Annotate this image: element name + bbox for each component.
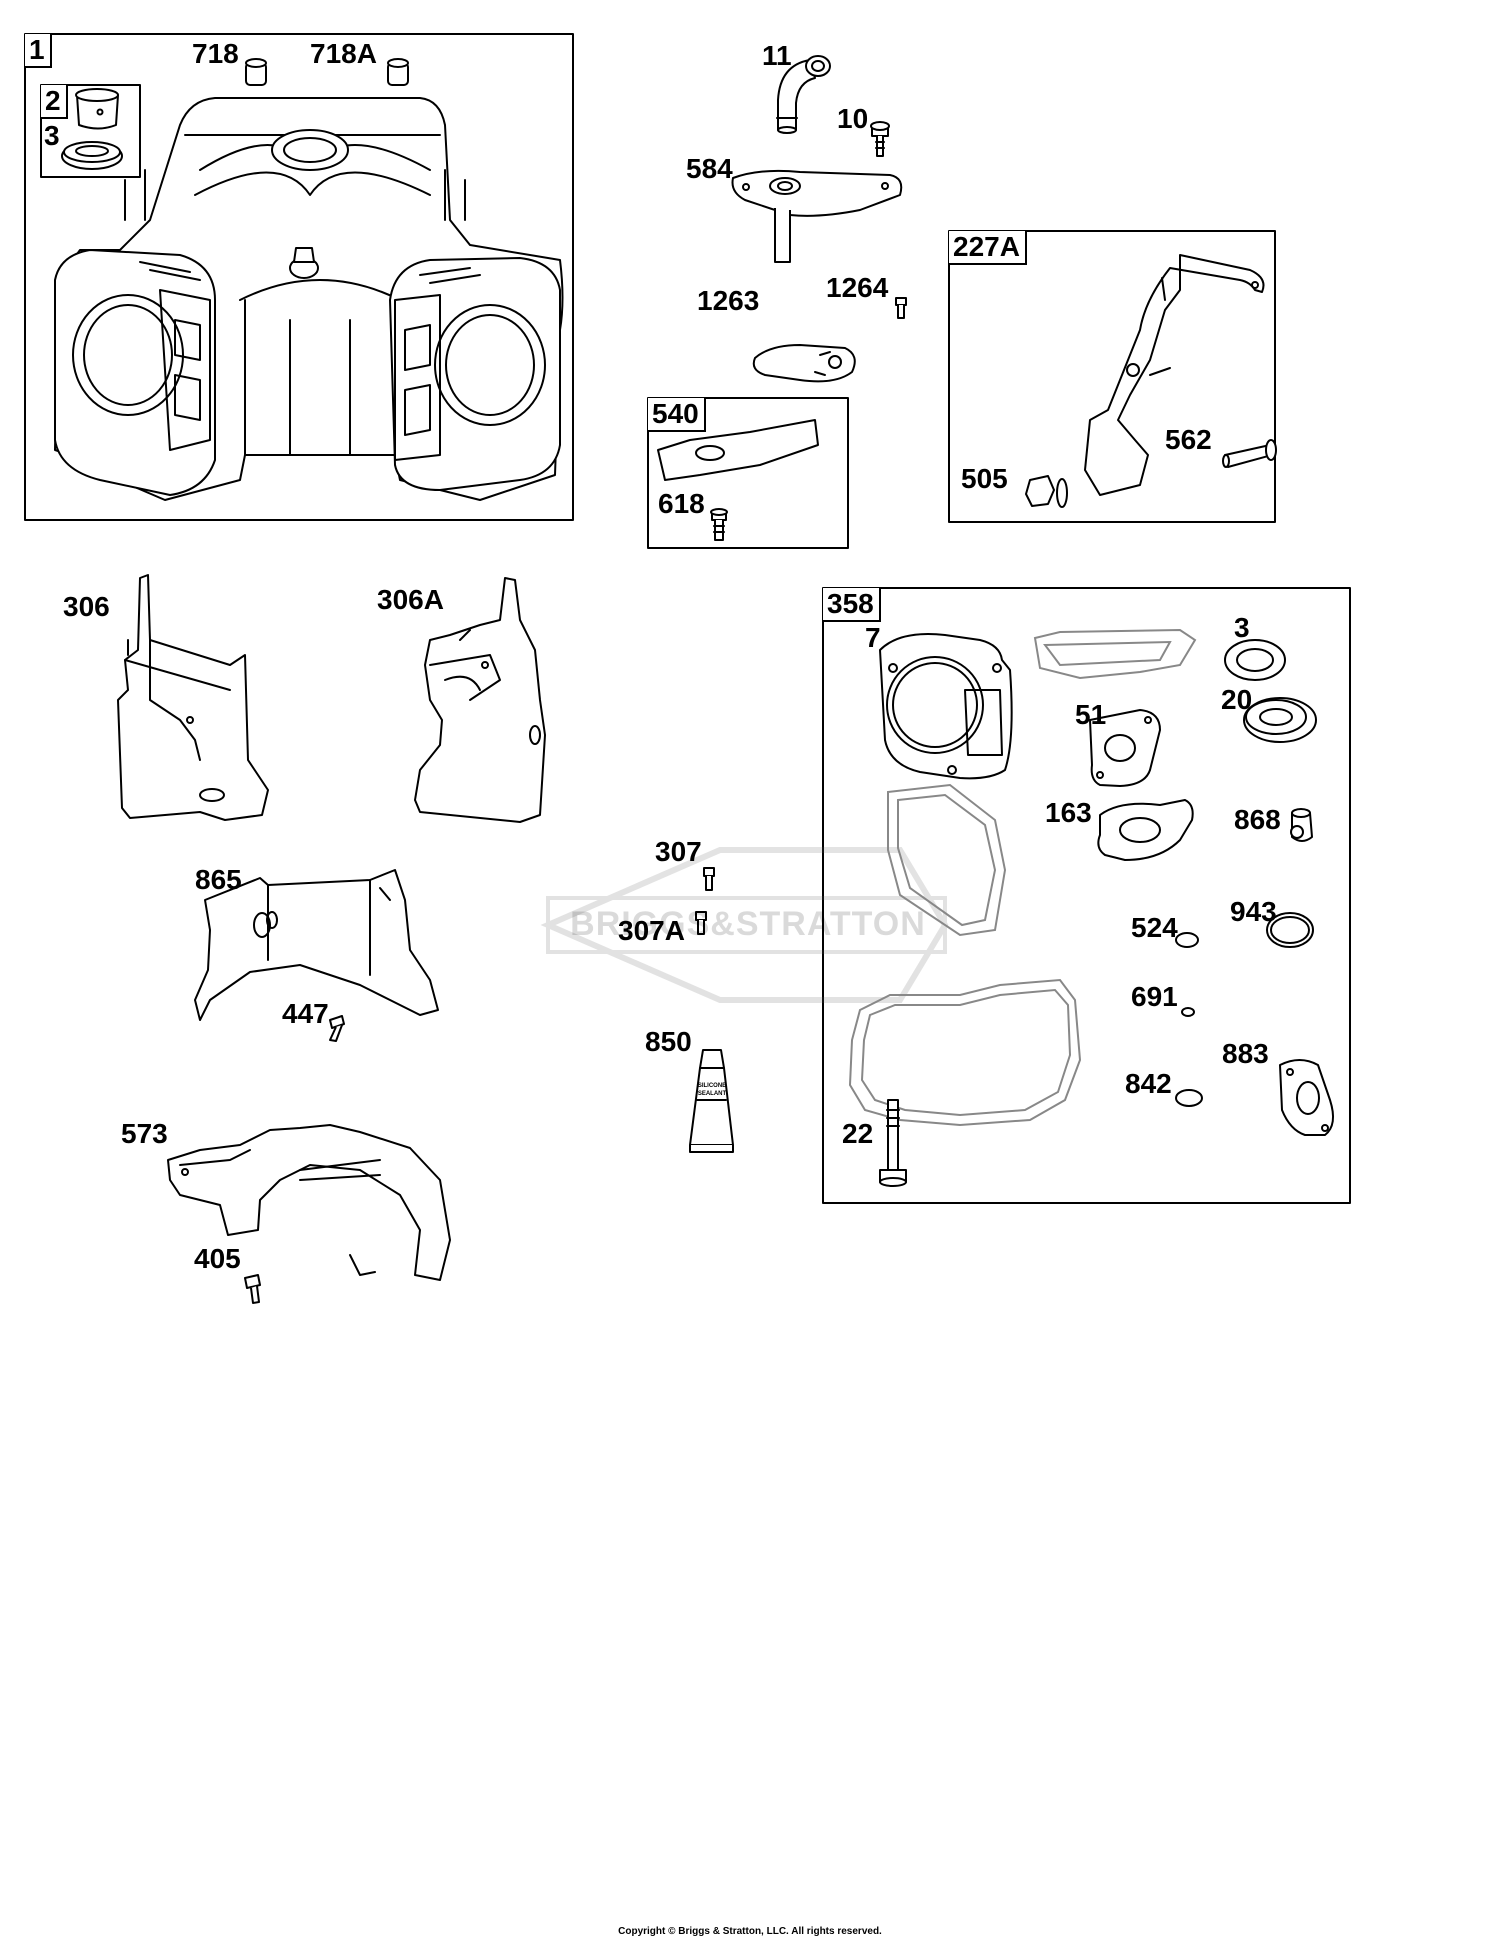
callout-20: 20 — [1221, 684, 1253, 715]
callout-883: 883 — [1222, 1038, 1269, 1069]
group-label-227A: 227A — [949, 231, 1027, 265]
part-718-dowel — [245, 58, 267, 86]
callout-3-seal: 3 — [1234, 612, 1250, 643]
part-358-valve-cover-gasket — [887, 783, 1007, 937]
part-11-elbow-tube — [776, 55, 831, 134]
part-306-cylinder-shield — [117, 574, 269, 821]
part-163-carburetor-gasket — [1097, 799, 1194, 861]
part-3-seal-kit — [1224, 639, 1286, 681]
callout-718A: 718A — [310, 38, 377, 69]
part-842-oring — [1175, 1089, 1203, 1107]
part-868-seal — [1290, 808, 1313, 842]
group-label-358: 358 — [823, 588, 881, 622]
part-51-intake-gasket — [1089, 709, 1161, 787]
part-865-cylinder-shield — [194, 869, 439, 1021]
group-frame-227A — [948, 230, 1276, 523]
callout-447: 447 — [282, 998, 329, 1029]
part-3-seal — [61, 141, 123, 170]
callout-505: 505 — [961, 463, 1008, 494]
part-850-sealant-tube — [689, 1049, 734, 1153]
group-frame-540 — [647, 397, 849, 549]
group-frame-2 — [40, 84, 141, 178]
callout-943: 943 — [1230, 896, 1277, 927]
part-22-head-bolt — [879, 1099, 907, 1187]
part-2-bushing — [75, 88, 119, 130]
part-447-screw — [329, 1015, 345, 1042]
callout-11: 11 — [762, 40, 792, 71]
callout-405: 405 — [194, 1243, 241, 1274]
callout-22: 22 — [842, 1118, 874, 1149]
part-584-breather-plate — [731, 169, 903, 263]
callout-718: 718 — [192, 38, 239, 69]
group-label-540: 540 — [648, 398, 706, 432]
part-358-crankcase-gasket — [848, 978, 1082, 1127]
callout-850: 850 — [645, 1026, 692, 1057]
part-540-breather-gasket — [657, 419, 819, 481]
copyright-footer: Copyright © Briggs & Stratton, LLC. All … — [618, 1926, 882, 1937]
callout-573: 573 — [121, 1118, 168, 1149]
part-691-oring — [1181, 1007, 1195, 1017]
part-1263-breather-valve — [752, 344, 856, 383]
callout-842: 842 — [1125, 1068, 1172, 1099]
sealant-label-line-2: SEALANT — [697, 1091, 727, 1097]
part-307-screw — [703, 867, 715, 891]
callout-865: 865 — [195, 864, 242, 895]
callout-7: 7 — [865, 622, 881, 653]
part-573-blower-shield — [167, 1124, 451, 1281]
part-1-crankcase — [54, 97, 564, 501]
callout-1264: 1264 — [826, 272, 889, 303]
part-10-bolt — [870, 121, 890, 157]
callout-524: 524 — [1131, 912, 1178, 943]
callout-691: 691 — [1131, 981, 1178, 1012]
part-405-screw — [244, 1274, 261, 1304]
part-524-oring — [1175, 932, 1199, 948]
part-358-valve-cover-gasket-top — [1033, 628, 1197, 680]
part-307A-screw — [695, 911, 707, 935]
part-20-seal — [1243, 697, 1317, 743]
group-label-2: 2 — [41, 85, 68, 119]
part-227A-governor-bracket — [1084, 254, 1265, 496]
part-505-nut — [1025, 475, 1068, 508]
watermark-text: BRIGGS&STRATTON — [570, 905, 926, 943]
callout-868: 868 — [1234, 804, 1281, 835]
callout-584: 584 — [686, 153, 733, 184]
part-306A-cylinder-shield — [414, 577, 546, 823]
callout-306: 306 — [63, 591, 110, 622]
callout-10: 10 — [837, 103, 869, 134]
part-562-pin — [1222, 439, 1277, 468]
part-7-head-gasket — [879, 633, 1013, 780]
callout-618: 618 — [658, 488, 705, 519]
callout-306A: 306A — [377, 584, 444, 615]
part-1264-screw — [895, 297, 907, 319]
callout-307A: 307A — [618, 915, 685, 946]
callout-562: 562 — [1165, 424, 1212, 455]
part-883-exhaust-gasket — [1279, 1059, 1335, 1136]
sealant-label-line-1: SILICONE — [697, 1083, 727, 1089]
part-618-screw — [710, 508, 728, 541]
callout-163: 163 — [1045, 797, 1092, 828]
callout-3-bearing: 3 — [44, 120, 60, 151]
callout-307: 307 — [655, 836, 702, 867]
callout-1263: 1263 — [697, 285, 760, 316]
group-frame-358 — [822, 587, 1351, 1204]
group-label-1: 1 — [25, 34, 52, 68]
sealant-label: SILICONE SEALANT — [693, 1082, 731, 1098]
callout-51: 51 — [1075, 699, 1107, 730]
group-frame-1 — [24, 33, 574, 521]
part-718A-dowel — [387, 58, 409, 86]
part-943-oring — [1266, 912, 1314, 948]
